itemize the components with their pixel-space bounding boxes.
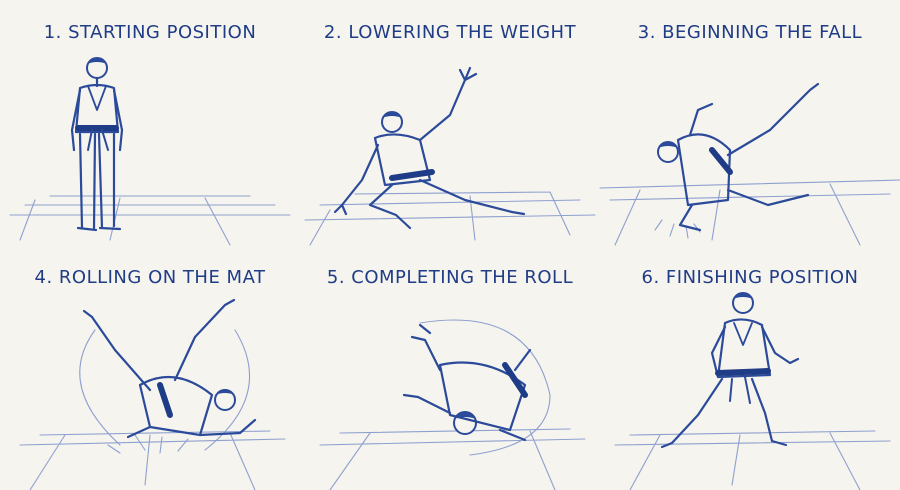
figure-falling-illustration [599,82,900,246]
mat-lines [304,191,596,246]
finishing-judoka [660,292,800,449]
completing-roll-judoka [402,323,532,442]
figure-standing-illustration [9,57,291,246]
step-title: 5. COMPLETING THE ROLL [326,267,574,288]
step-title: 1. STARTING POSITION [43,22,257,43]
mat-lines [599,179,900,246]
figure-lowering-illustration [304,66,596,246]
falling-judoka [657,82,820,232]
panel-step-2: 2. LOWERING THE WEIGHT [300,0,600,246]
mat-lines [614,430,891,490]
panel-step-6: 6. FINISHING POSITION [600,245,900,490]
step-title: 2. LOWERING THE WEIGHT [323,22,577,43]
figure-finishing-illustration [614,292,891,490]
step-title: 3. BEGINNING THE FALL [637,22,863,43]
panel-step-3: 3. BEGINNING THE FALL [599,0,900,246]
rolling-judoka [82,298,257,439]
lowering-judoka [333,66,526,230]
panel-step-1: 1. STARTING POSITION [0,0,300,246]
panel-step-5: 5. COMPLETING THE ROLL [300,245,600,490]
mat-lines [319,319,586,490]
standing-judoka [70,57,124,232]
step-title: 6. FINISHING POSITION [641,267,859,288]
panel-step-4: 4. ROLLING ON THE MAT [0,245,300,490]
mat-lines [19,329,286,490]
figure-completing-roll-illustration [319,319,586,490]
mat-lines [9,195,291,246]
figure-rolling-illustration [19,298,286,490]
step-title: 4. ROLLING ON THE MAT [34,267,266,288]
